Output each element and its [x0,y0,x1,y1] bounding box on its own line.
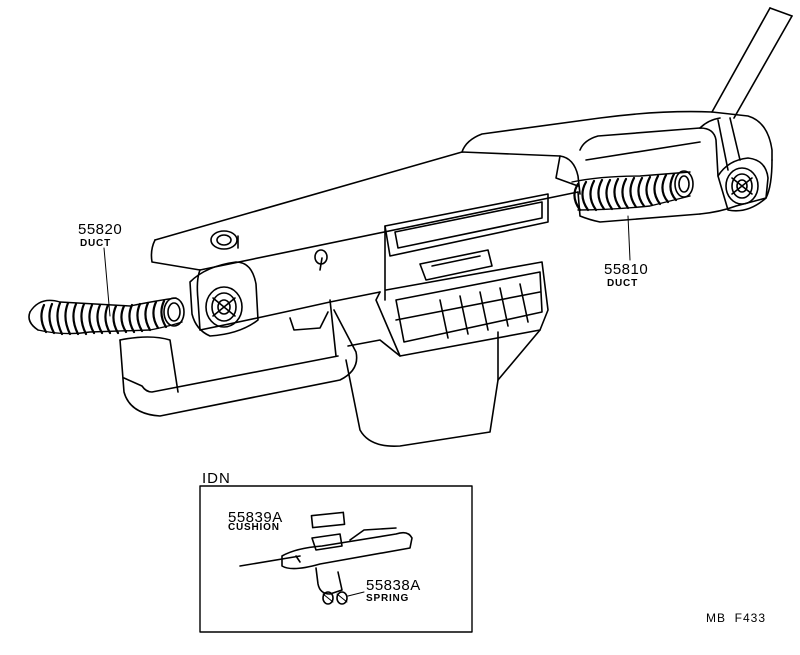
leader-55820 [103,247,111,317]
glove-tray [119,299,358,417]
leader-55838a [347,591,365,597]
part-name-duct-right: DUCT [607,278,638,289]
idn-inset [199,485,473,633]
part-name-cushion: CUSHION [228,522,280,533]
part-number-55810: 55810 [604,261,649,278]
leader-55810 [627,215,631,261]
figure-code-number: F433 [734,611,767,625]
figure-code: MB F433 [706,612,766,624]
left-vent [189,261,259,337]
duct-right [571,170,694,212]
center-stack [345,249,549,447]
part-number-55838a: 55838A [366,577,421,594]
inset-title: IDN [202,470,231,487]
steering-column [711,7,793,119]
dash-knob [210,230,238,250]
part-number-55820: 55820 [78,221,123,238]
part-number-55839a: 55839A [228,509,283,526]
part-name-duct-left: DUCT [80,238,111,249]
leader-lines [103,215,631,317]
figure-code-prefix: MB [706,611,726,625]
cluster-hood [461,110,773,177]
part-name-spring: SPRING [366,593,410,604]
duct-left [28,297,185,336]
right-vent [717,157,769,212]
